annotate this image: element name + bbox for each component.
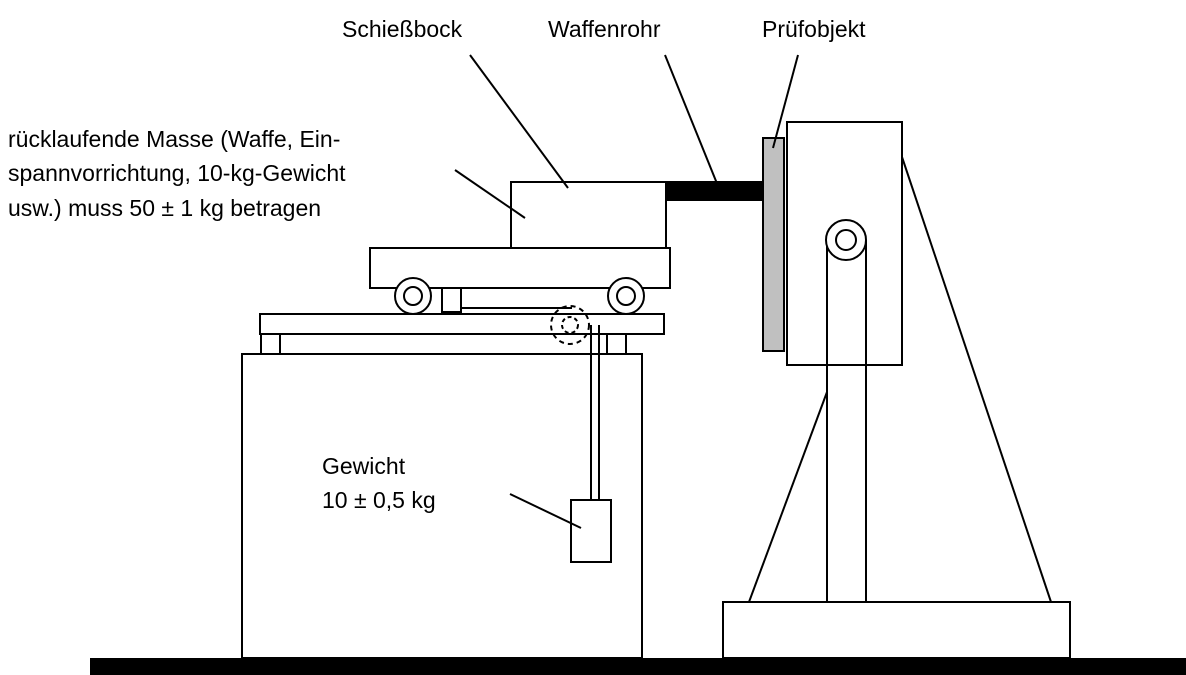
label-test-object: Prüfobjekt	[762, 16, 866, 42]
pulley	[550, 305, 590, 345]
barrel	[666, 181, 762, 201]
leader-shooting-stand	[469, 54, 569, 189]
label-shooting-stand: Schießbock	[342, 16, 463, 42]
hanging-weight	[570, 499, 612, 563]
rail-plate	[259, 313, 665, 335]
support-strut-left	[748, 391, 828, 603]
test-object	[762, 137, 785, 352]
table-foot-right	[606, 333, 627, 355]
leader-test-object	[772, 54, 799, 149]
support-column	[826, 240, 867, 602]
leader-barrel	[664, 54, 719, 187]
label-weight-2: 10 ± 0,5 kg	[322, 487, 436, 513]
wheel-left	[394, 277, 432, 315]
shooting-stand	[510, 181, 667, 249]
carriage-clamp	[441, 287, 462, 313]
leader-weight	[509, 493, 582, 529]
pivot-joint	[825, 219, 867, 261]
label-recoil-mass-1: rücklaufende Masse (Waffe, Ein-	[8, 126, 340, 152]
label-recoil-mass-2: spannvorrichtung, 10-kg-Gewicht	[8, 160, 346, 186]
label-barrel: Waffenrohr	[548, 16, 661, 42]
support-strut-right	[901, 156, 1052, 603]
support-base	[722, 601, 1071, 659]
wheel-right	[607, 277, 645, 315]
table-foot-left	[260, 333, 281, 355]
leader-recoil-mass	[454, 169, 526, 219]
label-weight-1: Gewicht	[322, 453, 406, 479]
label-recoil-mass-3: usw.) muss 50 ± 1 kg betragen	[8, 195, 321, 221]
ground-bar	[90, 658, 1186, 675]
